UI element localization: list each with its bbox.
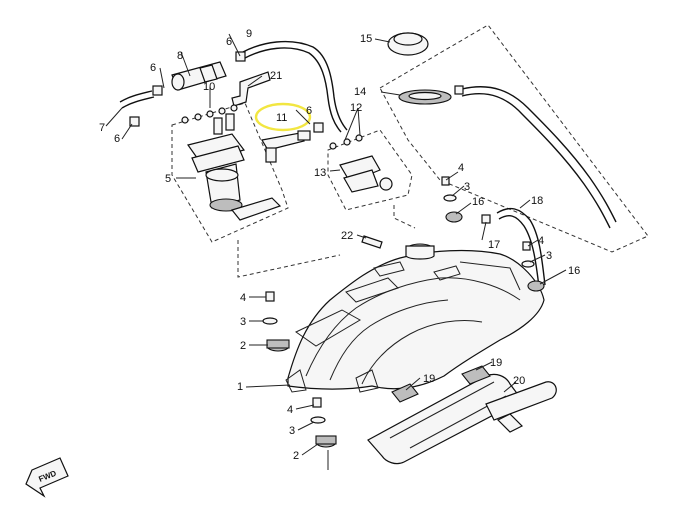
screws-10 (181, 104, 238, 124)
clip-19-right (461, 365, 491, 385)
label-6-mid: 6 (306, 105, 312, 117)
label-16-r: 16 (568, 265, 580, 277)
fuel-cap-15-top (393, 32, 423, 46)
fuel-filter-8-end (171, 73, 185, 91)
label-21: 21 (270, 70, 282, 82)
label-16-tr: 16 (472, 196, 484, 208)
fuel-pump-assembly-5 (187, 113, 282, 221)
label-11: 11 (276, 112, 287, 124)
label-2-ll: 2 (293, 450, 299, 462)
bracket-21 (231, 71, 271, 107)
label-1: 1 (237, 381, 243, 393)
valve-to-tank-leader (393, 205, 416, 229)
rollover-valve-13-body (343, 169, 379, 193)
screws-12 (329, 134, 363, 150)
label-18: 18 (531, 195, 543, 207)
label-5: 5 (165, 173, 171, 185)
highlight-ring (254, 102, 312, 132)
vent-hose-18 (496, 207, 546, 286)
fitting-11 (261, 132, 305, 151)
label-10: 10 (203, 81, 215, 93)
label-9: 9 (246, 28, 252, 40)
label-20: 20 (513, 375, 525, 387)
label-2-l: 2 (240, 340, 246, 352)
clamp-14-end (454, 85, 464, 95)
fwd-arrow-icon: FWD (25, 457, 69, 498)
mount-left-upper (262, 291, 290, 352)
label-19-r: 19 (490, 357, 502, 369)
fuel-filter-8-collar (199, 64, 218, 83)
mount-right-upper (441, 176, 463, 223)
label-6-top: 6 (226, 36, 232, 48)
mount-left-lower (310, 397, 337, 448)
label-4-l: 4 (240, 292, 246, 304)
pump-to-tank-leader (237, 240, 341, 278)
rollover-valve-13 (339, 155, 381, 183)
label-3-l: 3 (240, 316, 246, 328)
clamp-6-low (129, 116, 140, 127)
breather-hose-9 (242, 40, 348, 131)
clamp-17 (481, 214, 491, 224)
vent-hose-18-inner (498, 214, 540, 288)
label-6-low: 6 (114, 133, 120, 145)
label-22: 22 (341, 230, 353, 242)
label-8: 8 (177, 50, 183, 62)
clamp-6-mid (313, 122, 324, 133)
tank-tray-20 (367, 373, 557, 465)
label-12: 12 (350, 102, 362, 114)
label-7: 7 (99, 122, 105, 134)
label-17: 17 (488, 239, 500, 251)
label-3-ll: 3 (289, 425, 295, 437)
label-3-tr: 3 (464, 181, 470, 193)
label-14: 14 (354, 86, 366, 98)
cap-group-box (379, 24, 649, 253)
breather-hose-9-inner (244, 47, 342, 133)
label-6-left: 6 (150, 62, 156, 74)
label-13: 13 (314, 167, 326, 179)
overflow-hose-14 (461, 86, 617, 223)
label-4-ll: 4 (287, 404, 293, 416)
valve-13-knob (379, 177, 393, 191)
clamp-6-top (235, 51, 246, 62)
fuel-hose-7 (119, 90, 153, 103)
valve-group-box (327, 129, 413, 211)
label-19-l: 19 (423, 373, 435, 385)
fitting-11-nipple (297, 130, 311, 141)
fuel-hose-7-inner (121, 96, 155, 109)
clamp-6-left (152, 85, 163, 96)
fitting-11-barb (265, 147, 277, 163)
label-4-r: 4 (538, 235, 544, 247)
cap-seal-ring-inner (408, 91, 442, 101)
label-15: 15 (360, 33, 372, 45)
fuel-tank-1 (285, 243, 545, 393)
fuel-pump-group-box (171, 102, 289, 243)
callout-labels: 15 9 6 8 6 21 10 14 7 6 11 6 12 13 5 4 3… (99, 28, 580, 462)
label-3-r: 3 (546, 250, 552, 262)
leader-lines (105, 33, 567, 470)
label-4-tr: 4 (458, 162, 464, 174)
overflow-hose-14-inner (461, 93, 611, 229)
clip-19-left (391, 383, 419, 403)
pin-22 (361, 235, 383, 249)
